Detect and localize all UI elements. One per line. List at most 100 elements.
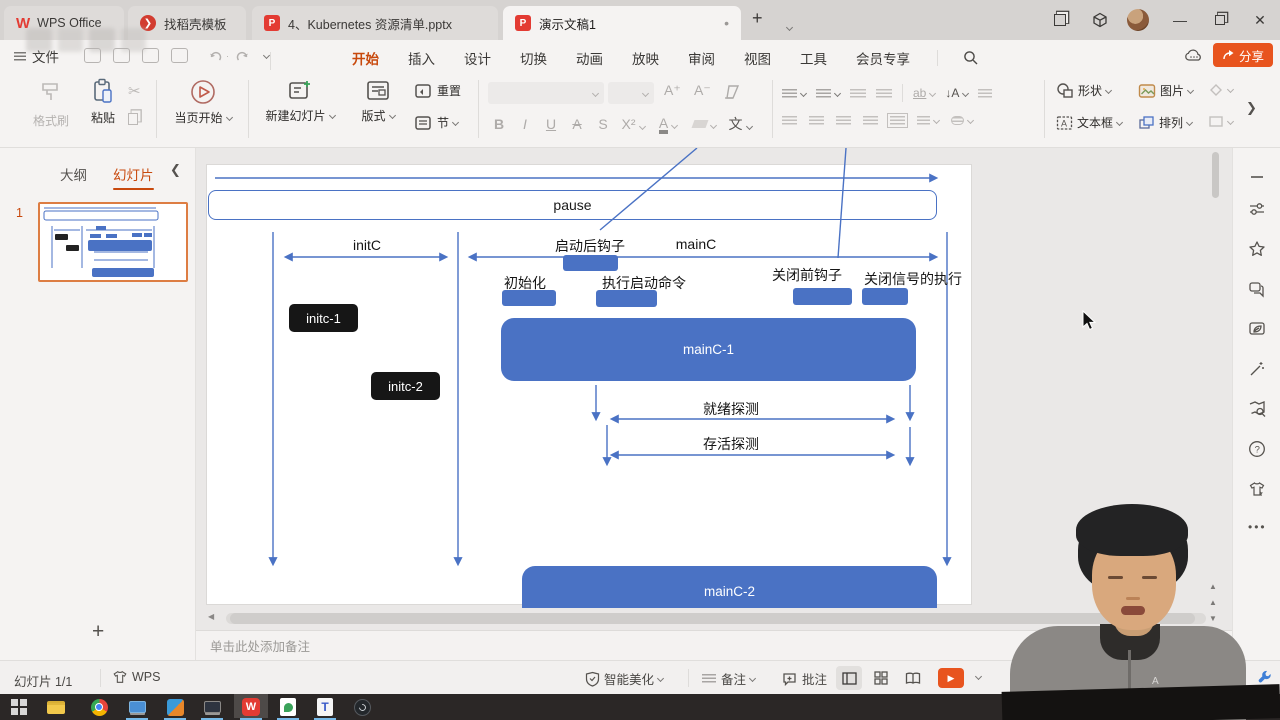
slide-canvas[interactable] [207, 165, 971, 604]
hscrollbar-thumb[interactable] [230, 613, 1195, 624]
post-start-hook-bar[interactable] [563, 255, 618, 271]
highlight-button[interactable] [686, 115, 722, 133]
tab-member[interactable]: 会员专享 [856, 52, 910, 67]
tab-insert[interactable]: 插入 [408, 52, 435, 67]
font-color-button[interactable]: A [650, 115, 686, 134]
print-icon[interactable] [113, 48, 130, 63]
xmind-icon[interactable] [277, 696, 299, 718]
collapse-panel-chevron[interactable]: ❮ [170, 162, 181, 177]
qat-chevron[interactable] [262, 51, 271, 60]
stop-signal-bar[interactable] [862, 288, 908, 305]
section-button[interactable]: 节 [414, 114, 460, 131]
italic-button[interactable]: I [523, 116, 527, 132]
bullet-list-button[interactable] [782, 88, 808, 98]
find-map-icon[interactable] [1248, 400, 1266, 418]
exec-start-cmd-bar[interactable] [596, 290, 657, 307]
initc2-shape[interactable]: initc-2 [371, 372, 440, 400]
numbered-list-button[interactable] [816, 88, 842, 98]
increase-font-button[interactable]: A⁺ [664, 82, 681, 98]
reset-button[interactable]: 重置 [414, 82, 461, 99]
tab-transition[interactable]: 切换 [520, 52, 547, 67]
distribute-button[interactable] [887, 113, 908, 128]
superscript-button[interactable]: X² [616, 116, 650, 132]
slide-sorter-view-button[interactable] [868, 666, 894, 690]
cloud-icon[interactable] [1184, 46, 1204, 64]
pre-stop-hook-label[interactable]: 关闭前钩子 [772, 267, 842, 283]
hscrollbar-track[interactable] [226, 613, 1206, 624]
init-phase-label[interactable]: 初始化 [504, 275, 546, 291]
tab-home[interactable]: 开始 [350, 44, 381, 76]
vscrollbar-thumb[interactable] [1212, 152, 1219, 198]
obs-icon[interactable] [351, 696, 373, 718]
undo-icon[interactable] [208, 49, 223, 63]
skin-shirt-icon[interactable] [1248, 480, 1266, 498]
decrease-indent-button[interactable] [850, 88, 866, 98]
increase-indent-button[interactable] [876, 88, 892, 98]
windows-start-button[interactable] [8, 696, 30, 718]
stop-signal-label[interactable]: 关闭信号的执行 [864, 271, 962, 287]
new-tab-button[interactable]: + [752, 8, 763, 28]
help-icon[interactable]: ? [1248, 440, 1266, 458]
file-menu[interactable]: 文件 [14, 46, 59, 66]
eco-leaf-icon[interactable] [1248, 320, 1266, 338]
mainc-label[interactable]: mainC [675, 236, 717, 252]
scroll-up-button[interactable]: ▲ [1209, 598, 1217, 607]
more-tools-icon[interactable]: ••• [1248, 520, 1267, 534]
vmware-icon[interactable] [164, 696, 186, 718]
add-slide-button[interactable]: + [92, 620, 105, 643]
share-button[interactable]: 分享 [1213, 43, 1273, 67]
smart-beautify-button[interactable]: 智能美化 [585, 669, 665, 688]
tab-design[interactable]: 设计 [464, 52, 491, 67]
comments-icon[interactable] [1248, 280, 1266, 298]
collapse-sidebar-icon[interactable] [1248, 168, 1266, 186]
output-icon[interactable] [142, 48, 159, 63]
account-avatar[interactable] [1118, 0, 1158, 40]
merge-shape-button[interactable] [978, 88, 993, 98]
tab-outline[interactable]: 大纲 [60, 168, 87, 183]
mainc2-shape[interactable]: mainC-2 [522, 566, 937, 616]
post-start-hook-label[interactable]: 启动后钩子 [555, 238, 625, 254]
notes-input-area[interactable]: 单击此处添加备注 [196, 630, 1232, 660]
typora-icon[interactable]: T [314, 696, 336, 718]
underline-button[interactable]: U [545, 116, 557, 132]
fill-color-button[interactable] [1208, 82, 1235, 97]
pre-stop-hook-bar[interactable] [793, 288, 852, 305]
slide-size-button[interactable] [1208, 114, 1235, 129]
3d-box-icon[interactable] [1080, 0, 1120, 40]
tools-icon[interactable] [171, 48, 188, 63]
tab-presentation1[interactable]: P 演示文稿1 • [503, 6, 741, 40]
vscrollbar-track[interactable]: ▲ ▲ ▼ [1209, 150, 1220, 623]
text-align-vertical-button[interactable] [951, 116, 975, 125]
slide-thumbnail-1[interactable] [38, 202, 188, 282]
magic-wand-icon[interactable] [1248, 360, 1266, 378]
play-slideshow-button[interactable]: ▶ [938, 668, 964, 688]
undo-dropdown[interactable]: · [226, 50, 229, 61]
reading-view-button[interactable] [900, 666, 926, 690]
phonetic-button[interactable]: 文 [722, 114, 758, 134]
decrease-font-button[interactable]: A⁻ [694, 82, 711, 98]
snapshot-icon[interactable] [1040, 0, 1080, 40]
tab-kubernetes-pptx[interactable]: P 4、Kubernetes 资源清单.pptx [252, 6, 498, 40]
mainc1-shape[interactable]: mainC-1 [501, 318, 916, 381]
arrange-button[interactable]: 排列 [1138, 114, 1194, 131]
align-left-button[interactable] [782, 116, 797, 125]
properties-sliders-icon[interactable] [1248, 200, 1266, 218]
save-icon[interactable] [84, 48, 101, 63]
init-phase-bar[interactable] [502, 290, 556, 306]
file-explorer-icon[interactable] [45, 696, 67, 718]
liveness-probe-label[interactable]: 存活探测 [703, 436, 759, 452]
textbox-button[interactable]: A 文本框 [1056, 114, 1124, 131]
comment-button[interactable]: 批注 [782, 669, 827, 688]
line-spacing-button[interactable] [917, 116, 941, 125]
picture-button[interactable]: 图片 [1138, 82, 1195, 99]
play-options-chevron[interactable] [974, 672, 983, 681]
pause-shape[interactable]: pause [208, 190, 937, 220]
wps-office-icon[interactable]: W [240, 696, 262, 718]
char-spacing-button[interactable]: ab [913, 86, 937, 100]
font-size-select[interactable] [608, 82, 654, 104]
initc-label[interactable]: initC [352, 237, 382, 253]
layout-button[interactable]: 版式 [348, 78, 408, 124]
align-right-button[interactable] [836, 116, 851, 125]
tab-view[interactable]: 视图 [744, 52, 771, 67]
favorites-star-icon[interactable] [1248, 240, 1266, 258]
